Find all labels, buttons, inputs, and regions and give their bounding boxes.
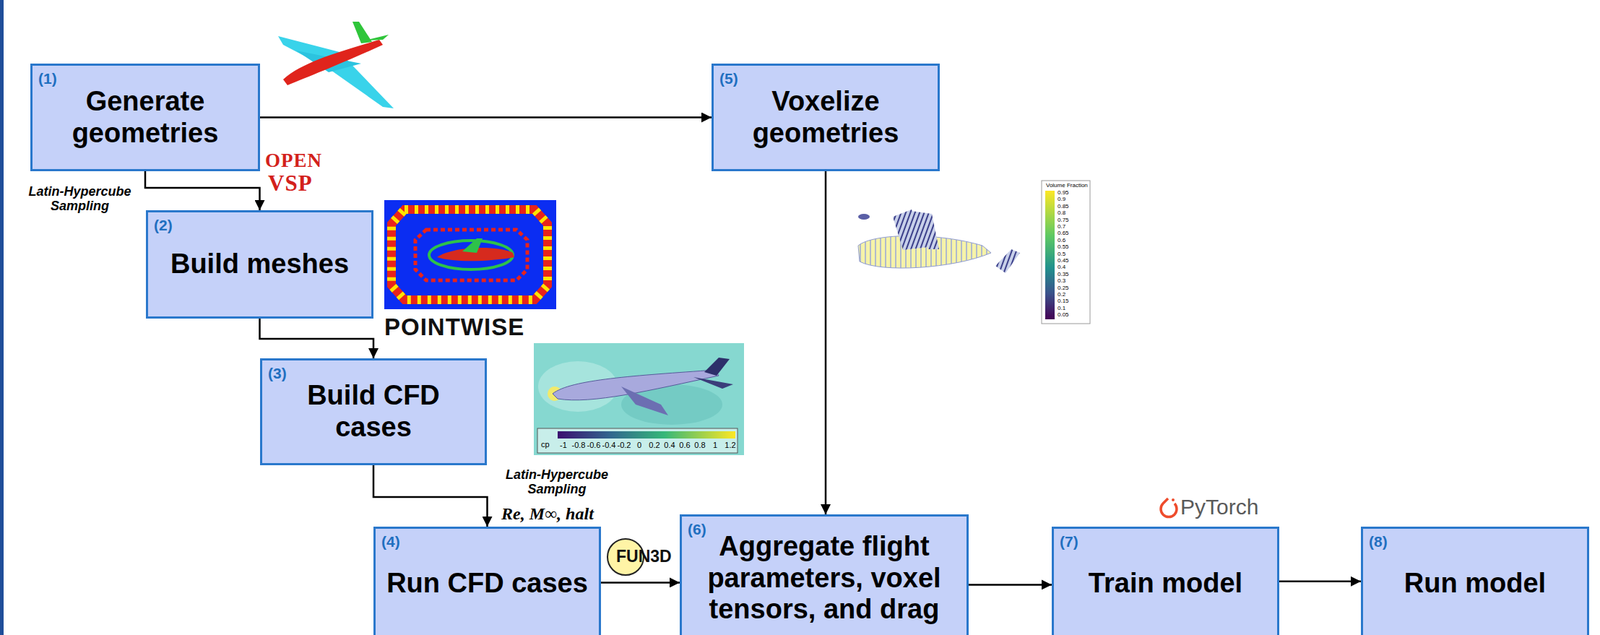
tick-label: 0.8 — [1057, 210, 1066, 216]
tick-label: 0.75 — [1057, 217, 1070, 224]
axis-title: Volume Fraction — [1045, 182, 1088, 189]
tick-label: 0.45 — [1057, 257, 1070, 264]
arrow-connector — [824, 171, 828, 515]
arrow-connector — [373, 465, 488, 527]
arrow-connector — [1279, 580, 1361, 583]
tick-label: 0.3 — [1057, 278, 1066, 284]
tick-label: -0.2 — [617, 441, 632, 450]
axis-title: cp — [541, 440, 550, 449]
tick-label: 0.05 — [1057, 312, 1070, 318]
callout-number: (8) — [1368, 533, 1388, 551]
tick-label: -1 — [559, 441, 568, 450]
page-edge — [0, 0, 4, 635]
arrow-connector — [600, 581, 680, 584]
tick-label: 0.2 — [1057, 291, 1066, 298]
tick-label: 0.2 — [648, 441, 660, 450]
tick-label: 0.4 — [663, 441, 675, 450]
tick-label: 0.7 — [1057, 223, 1066, 230]
tick-label: 0.6 — [679, 441, 690, 450]
callout-number: (2) — [153, 216, 173, 235]
process-box: (3)Build CFD cases — [260, 358, 487, 466]
box-title: Run model — [1395, 567, 1555, 600]
logo-text: PyTorch — [1180, 496, 1259, 518]
tick-label: 0.95 — [1057, 189, 1070, 196]
parameter-list: Re, M∞, halt — [501, 504, 594, 523]
tick-label: 0.9 — [1057, 196, 1066, 203]
callout-number: (6) — [687, 520, 707, 539]
tick-label: 0.1 — [1057, 305, 1066, 312]
arrow-connector — [260, 318, 375, 359]
tick-label: -0.8 — [572, 441, 586, 450]
callout-number: (1) — [38, 70, 58, 88]
tick-label: 1.2 — [724, 441, 736, 450]
tick-label: 1 — [712, 441, 718, 450]
process-box: (1)Generate geometries — [30, 63, 261, 172]
logo-text: OPEN — [265, 150, 323, 171]
cfd-picture — [533, 343, 745, 456]
tick-label: 0.65 — [1057, 230, 1070, 237]
tick-label: 0.4 — [1057, 264, 1066, 271]
plane-picture — [278, 21, 394, 109]
tick-label: 0.5 — [1057, 251, 1066, 258]
tick-label: -0.6 — [587, 441, 601, 450]
tick-label: 0.25 — [1057, 285, 1070, 292]
logo-text: POINTWISE — [384, 314, 525, 339]
process-box: (6)Aggregate flight parameters, voxel te… — [679, 514, 969, 635]
process-box: (4) Run CFD cases — [373, 526, 601, 635]
box-title: Generate geometries — [32, 85, 258, 149]
callout-number: (4) — [381, 533, 401, 551]
process-box: (5)Voxelize geometries — [711, 63, 940, 172]
mesh-picture — [384, 200, 557, 310]
pytorch-logo — [1160, 498, 1177, 518]
tick-label: 0.35 — [1057, 271, 1070, 278]
tick-label: 0.6 — [1057, 237, 1066, 244]
box-title: Voxelize geometries — [713, 85, 938, 149]
tick-label: -0.4 — [602, 441, 617, 450]
box-title: Run CFD cases — [377, 567, 597, 600]
callout-number: (5) — [719, 70, 739, 88]
edge-label: Latin-Hypercube Sampling — [20, 184, 140, 214]
tick-label: 0.85 — [1057, 203, 1070, 210]
arrow-connector — [260, 116, 712, 119]
logo-text: FUN3D — [616, 548, 672, 565]
box-title: Build CFD cases — [262, 379, 485, 443]
callout-number: (3) — [267, 364, 287, 383]
callout-number: (7) — [1059, 533, 1079, 551]
logo-text: VSP — [267, 171, 313, 195]
process-box: (2) Build meshes — [145, 210, 374, 319]
process-box: (8) Run model — [1360, 526, 1590, 635]
arrow-connector — [968, 583, 1052, 586]
tick-label: 0 — [637, 441, 642, 450]
process-box: (7)Train model — [1051, 526, 1280, 635]
tick-label: 0.8 — [694, 441, 706, 450]
box-title: Aggregate flight parameters, voxel tenso… — [681, 530, 967, 626]
voxel-picture — [858, 180, 1091, 324]
tick-label: 0.15 — [1057, 298, 1070, 305]
tick-label: 0.55 — [1057, 244, 1070, 250]
box-title: Train model — [1079, 567, 1252, 600]
edge-label: Latin-Hypercube Sampling — [498, 468, 616, 497]
box-title: Build meshes — [161, 248, 358, 281]
arrow-connector — [145, 171, 261, 211]
